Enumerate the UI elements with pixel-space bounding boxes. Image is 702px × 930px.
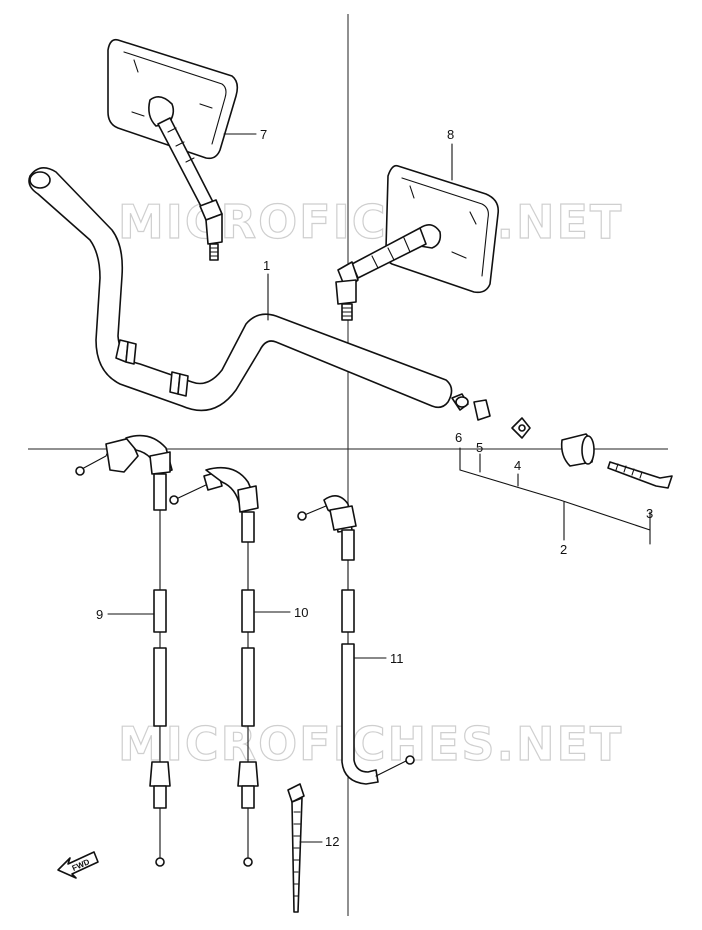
callout-6: 6 <box>455 430 462 445</box>
mirror-right <box>335 164 500 321</box>
callout-1: 1 <box>263 258 270 273</box>
callout-12: 12 <box>325 834 339 849</box>
cable-tie <box>287 783 305 913</box>
part-5-collar <box>473 399 491 421</box>
mirror-left <box>107 38 239 261</box>
cable-throttle-1 <box>75 434 173 867</box>
callout-4: 4 <box>514 458 521 473</box>
watermark-top: MICROFICHES.NET <box>118 195 623 249</box>
handlebar <box>28 167 453 412</box>
callout-2: 2 <box>560 542 567 557</box>
callout-7: 7 <box>260 127 267 142</box>
callout-11: 11 <box>390 651 404 666</box>
callout-8: 8 <box>447 127 454 142</box>
callout-9: 9 <box>96 607 103 622</box>
callout-5: 5 <box>476 440 483 455</box>
bar-end-parts <box>451 393 673 489</box>
cable-throttle-2 <box>169 466 259 867</box>
forward-arrow-icon: FWD <box>57 851 99 879</box>
callout-3: 3 <box>646 506 653 521</box>
part-3-screw <box>607 461 673 489</box>
group-bracket <box>459 447 651 545</box>
watermark-bottom: MICROFICHES.NET <box>118 717 623 771</box>
callout-10: 10 <box>294 605 308 620</box>
cable-clutch <box>297 495 415 785</box>
